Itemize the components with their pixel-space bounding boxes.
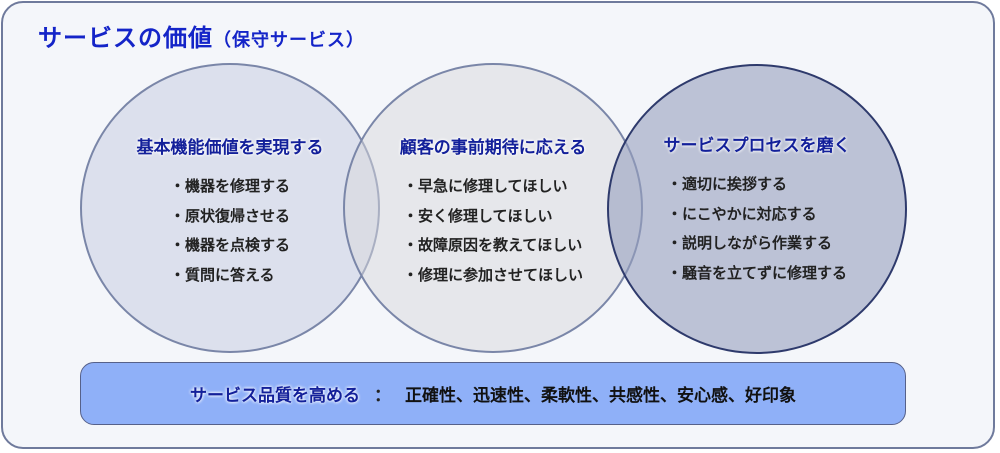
title-sub: （保守サービス）: [213, 30, 365, 51]
list-item: ・原状復帰させる: [169, 206, 290, 225]
circle-service-process: [607, 64, 907, 354]
circle-heading: 顧客の事前期待に応える: [399, 138, 587, 158]
quality-values: 正確性、迅速性、柔軟性、共感性、安心感、好印象: [405, 386, 796, 406]
list-item: ・早急に修理してほしい: [402, 177, 568, 195]
list-item: ・騒音を立てずに修理する: [666, 263, 847, 282]
list-item: ・修理に参加させてほしい: [402, 265, 583, 284]
diagram-title: サービスの価値（保守サービス）: [38, 18, 365, 53]
list-item: ・機器を点検する: [169, 236, 290, 254]
title-main: サービスの価値: [38, 24, 213, 52]
customer-expectation-block: 顧客の事前期待に応える ・早急に修理してほしい ・安く修理してほしい ・故障原因…: [343, 133, 643, 290]
quality-label: サービス品質を高める: [190, 386, 360, 406]
list-item: ・説明しながら作業する: [666, 234, 832, 252]
list-item: ・にこやかに対応する: [666, 204, 817, 223]
list-item: ・質問に答える: [169, 265, 275, 284]
circle-basic-value: [80, 63, 380, 353]
service-quality-bar: サービス品質を高める ： 正確性、迅速性、柔軟性、共感性、安心感、好印象: [80, 362, 906, 425]
list-item: ・故障原因を教えてほしい: [402, 236, 583, 254]
circle-heading: サービスプロセスを磨く: [663, 136, 851, 156]
basic-value-block: 基本機能価値を実現する ・機器を修理する ・原状復帰させる ・機器を点検する ・…: [80, 133, 380, 290]
list-item: ・安く修理してほしい: [402, 206, 553, 225]
quality-separator: ：: [374, 386, 391, 406]
list-item: ・適切に挨拶する: [666, 175, 787, 193]
circle-customer-expectation: [343, 63, 643, 353]
service-process-block: サービスプロセスを磨く ・適切に挨拶する ・にこやかに対応する ・説明しながら作…: [607, 131, 907, 288]
list-item: ・機器を修理する: [169, 177, 290, 195]
circle-heading: 基本機能価値を実現する: [136, 138, 324, 158]
